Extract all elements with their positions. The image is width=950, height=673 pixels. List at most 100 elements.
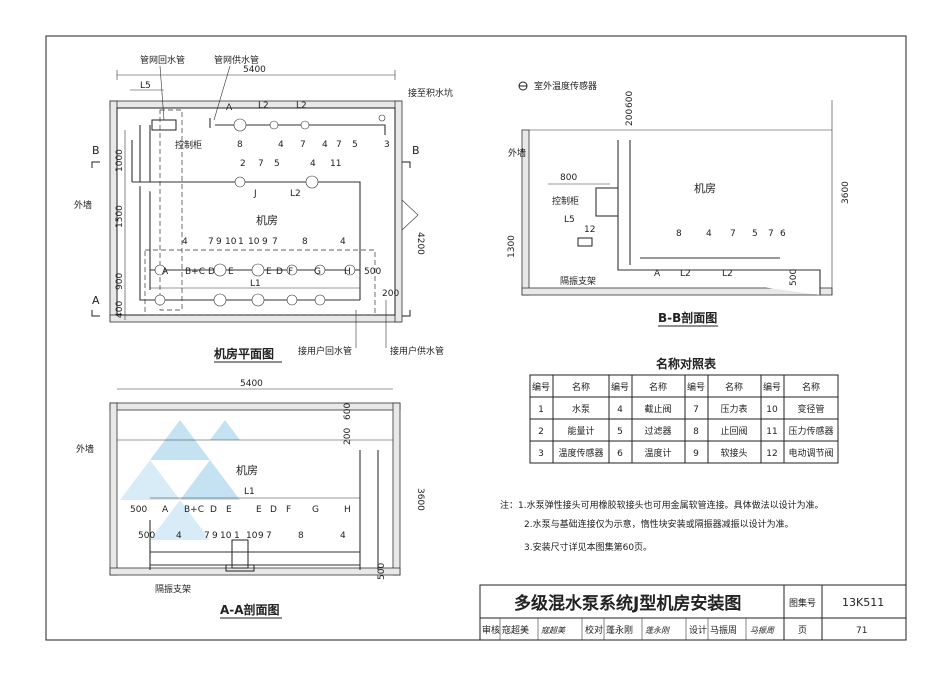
design-signature: 马振周 [750, 626, 775, 635]
aa-num: 10 [220, 531, 232, 541]
aa-num: 9 [258, 531, 264, 541]
sensor-icon [518, 81, 528, 91]
legend-header: 编号 [687, 381, 705, 393]
design-label: 设计 [689, 624, 707, 636]
bb-dim-600: 600 [625, 91, 635, 108]
legend-cell: 8 [693, 427, 699, 437]
design-name: 马振周 [710, 624, 737, 636]
plan-num: 3 [384, 140, 390, 150]
plan-num: 7 [336, 140, 342, 150]
legend-cell: 12 [766, 449, 777, 459]
legend-cell: 10 [766, 405, 778, 415]
page-label: 页 [798, 625, 807, 636]
plan-label-wall: 外墙 [74, 199, 92, 211]
plan-num: 8 [237, 140, 243, 150]
bb-dim-500: 500 [789, 269, 799, 286]
bb-dim-l5: L5 [564, 215, 575, 225]
plan-label-control: 控制柜 [175, 139, 202, 151]
note-3: 3.安装尺寸详见本图集第60页。 [524, 541, 652, 553]
review-label: 审核 [482, 624, 500, 636]
bb-dim-800: 800 [560, 173, 577, 183]
legend-cell: 变径管 [797, 403, 824, 415]
legend-cell: 压力表 [720, 403, 747, 415]
plan-dim-total: 5400 [243, 65, 266, 75]
plan-label-user-return: 接用户回水管 [298, 345, 352, 357]
aa-letter: F [286, 505, 291, 515]
section-bb: 室外温度传感器 外墙 机房 800 控制柜 L5 12 8 4 7 5 7 6 … [507, 80, 851, 327]
plan-num: 1 [238, 237, 244, 247]
legend-header: 编号 [763, 381, 781, 393]
plan-dim-l2: L2 [258, 101, 269, 111]
aa-letter: G [312, 505, 319, 515]
aa-dim-500: 500 [377, 563, 387, 580]
bb-num: 12 [584, 225, 595, 235]
title-block: 多级混水泵系统J型机房安装图 图集号 13K511 审核 寇超美 寇超美 校对 … [479, 584, 907, 641]
review-signature: 寇超美 [541, 626, 566, 635]
bb-label-room: 机房 [694, 181, 716, 195]
notes: 注：1.水泵弹性接头可用橡胶软接头也可用金属软管连接。具体做法以设计为准。 2.… [500, 499, 824, 553]
legend-header: 名称 [649, 381, 667, 393]
aa-num: 8 [298, 531, 304, 541]
check-label: 校对 [585, 624, 603, 636]
legend-cell: 4 [617, 405, 623, 415]
plan-dim-l2: L2 [290, 189, 301, 199]
bb-dim-200: 200 [625, 109, 635, 126]
legend-title: 名称对照表 [656, 356, 717, 371]
legend-cell: 7 [693, 405, 699, 415]
plan-num: 11 [330, 159, 341, 169]
plan-num: 9 [216, 237, 222, 247]
drawing-frame [45, 35, 907, 641]
plan-dim-4200: 4200 [415, 232, 425, 255]
drawing-title: 多级混水泵系统J型机房安装图 [514, 593, 741, 614]
bb-label-wall: 外墙 [508, 147, 526, 159]
plan-num: 4 [340, 237, 346, 247]
aa-title: A-A剖面图 [220, 602, 280, 617]
legend-cell: 温度计 [644, 447, 671, 459]
plan-section-b-right: B [412, 144, 420, 157]
plan-letter: H [344, 267, 351, 277]
plan-letter: G [314, 267, 321, 277]
legend-cell: 6 [617, 449, 623, 459]
aa-dim-l1: L1 [244, 487, 255, 497]
plan-dim-1000: 1000 [115, 149, 125, 172]
plan-num: 4 [310, 159, 316, 169]
bb-dim-3600: 3600 [841, 181, 851, 204]
aa-num: 1 [234, 531, 240, 541]
plan-letter: E [266, 267, 272, 277]
aa-letter: E [226, 505, 232, 515]
section-aa: 5400 外墙 机房 L1 200 600 3600 500 A B+C D E… [76, 379, 425, 619]
bb-num: 7 [768, 229, 774, 239]
bb-letter-l2: L2 [722, 269, 733, 279]
plan-num: 10 [248, 237, 260, 247]
aa-letter: 500 [130, 505, 147, 515]
plan-num: 9 [262, 237, 268, 247]
legend-cell: 软接头 [720, 447, 747, 459]
aa-dim-total: 5400 [240, 379, 263, 389]
plan-view: 5400 L5 管网回水管 管网供水管 接至积水坑 控制柜 [74, 54, 453, 363]
plan-num: 7 [272, 237, 278, 247]
plan-num: 4 [322, 140, 328, 150]
plan-label-return: 管网回水管 [140, 54, 185, 66]
note-1: 注：1.水泵弹性接头可用橡胶软接头也可用金属软管连接。具体做法以设计为准。 [500, 499, 824, 511]
bb-dim-1300: 1300 [507, 235, 517, 258]
aa-letter: E [256, 505, 262, 515]
bb-num: 5 [752, 229, 758, 239]
bb-num: 4 [706, 229, 712, 239]
plan-num: 7 [258, 159, 264, 169]
plan-title: 机房平面图 [214, 346, 274, 361]
plan-dim-l2: L2 [296, 101, 307, 111]
plan-dim-500: 500 [364, 267, 381, 277]
plan-num: 4 [278, 140, 284, 150]
aa-dim-3600: 3600 [415, 488, 425, 511]
aa-label-room: 机房 [236, 463, 258, 477]
legend-header: 名称 [802, 381, 820, 393]
aa-num: 10 [246, 531, 258, 541]
legend-header: 名称 [572, 381, 590, 393]
plan-letter: D [276, 267, 283, 277]
legend-cell: 1 [538, 405, 544, 415]
legend-cell: 水泵 [572, 403, 590, 415]
plan-num: 10 [225, 237, 237, 247]
plan-dim-l1: L1 [250, 279, 261, 289]
